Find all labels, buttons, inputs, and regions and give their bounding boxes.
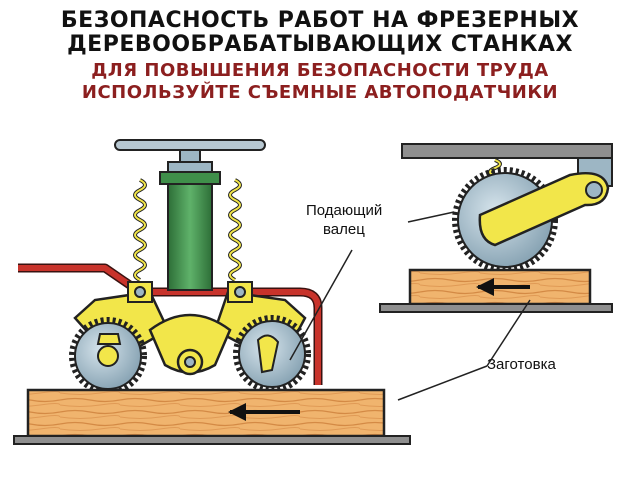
- spring-left: [133, 178, 147, 282]
- workpiece-right: [408, 268, 592, 306]
- feed-roller-label-line-1: Подающий: [306, 202, 383, 219]
- workpiece-label: Заготовка: [487, 356, 556, 373]
- pointer-lines: [289, 211, 531, 401]
- machine-table-left: [13, 435, 411, 445]
- feed-roller-left: [69, 317, 147, 395]
- poster-subtitle-line-1: ДЛЯ ПОВЫШЕНИЯ БЕЗОПАСНОСТИ ТРУДА: [91, 60, 549, 81]
- feeder-column: [159, 171, 221, 291]
- machine-table-right: [379, 303, 613, 313]
- frame-bar: [18, 263, 323, 385]
- poster-title-line-2: ДЕРЕВООБРАБАТЫВАЮЩИХ СТАНКАХ: [67, 32, 573, 57]
- poster-subtitle-line-2: ИСПОЛЬЗУЙТЕ СЪЕМНЫЕ АВТОПОДАТЧИКИ: [81, 82, 559, 103]
- spring-right: [228, 178, 242, 282]
- roller-arm: [478, 171, 610, 247]
- feed-roller-label-line-2: валец: [323, 221, 365, 238]
- poster-title-line-1: БЕЗОПАСНОСТЬ РАБОТ НА ФРЕЗЕРНЫХ: [60, 8, 580, 33]
- workpiece-left: [26, 388, 386, 438]
- handwheel: [114, 139, 266, 173]
